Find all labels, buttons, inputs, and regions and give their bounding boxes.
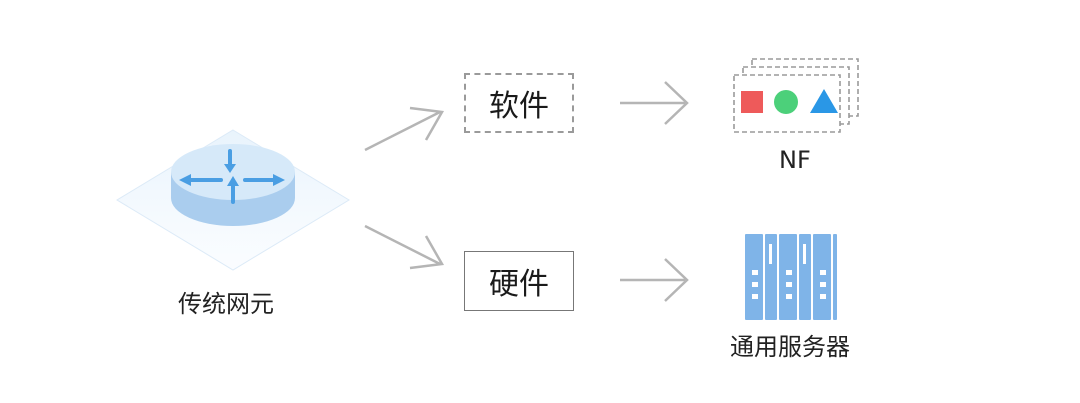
arrow-to-hardware xyxy=(364,224,445,270)
server-icon xyxy=(745,234,837,320)
triangle-shape xyxy=(810,89,838,113)
hardware-box: 硬件 xyxy=(464,251,574,311)
nf-label: NF xyxy=(779,146,811,174)
arrow-to-server xyxy=(620,258,689,302)
arrow-to-software xyxy=(364,106,445,152)
server-label: 通用服务器 xyxy=(730,333,850,361)
circle-shape xyxy=(774,90,798,114)
source-label: 传统网元 xyxy=(178,290,274,318)
arrow-to-nf xyxy=(620,81,689,125)
nf-shapes-icon xyxy=(733,58,859,133)
software-box: 软件 xyxy=(464,73,574,133)
router-icon xyxy=(116,129,350,271)
square-shape xyxy=(741,91,763,113)
